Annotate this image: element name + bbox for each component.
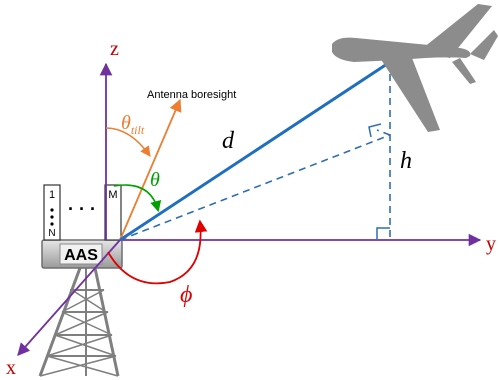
antenna-array-icon: 1 N M · · · [43, 184, 122, 241]
phi-label: ϕ [180, 282, 192, 308]
array-last-row-label: N [48, 228, 55, 239]
projection-lines [119, 62, 391, 241]
aas-label: AAS [64, 247, 98, 264]
x-axis-label: x [6, 357, 16, 379]
array-first-label: 1 [49, 189, 55, 201]
theta-tilt-symbol: θ [121, 112, 131, 134]
theta-label: θ [150, 169, 160, 191]
theta-tilt-subscript: tilt [131, 123, 145, 137]
boresight-label: Antenna boresight [147, 89, 236, 101]
phi-angle: ϕ [107, 219, 208, 308]
line-of-sight [119, 60, 391, 242]
x-axis [17, 239, 121, 356]
z-axis-label: z [110, 38, 119, 60]
boresight: Antenna boresight [119, 89, 236, 241]
array-last-col-label: M [108, 189, 117, 201]
right-angle-markers [368, 123, 390, 240]
theta-angle: θ [113, 169, 162, 213]
svg-text:θtilt: θtilt [121, 112, 145, 137]
uav-silhouette-icon [332, 4, 498, 132]
height-label: h [400, 148, 412, 174]
distance-label: d [222, 128, 235, 154]
lattice-tower-icon [38, 267, 120, 377]
coordinate-axes: z y x [6, 38, 496, 379]
y-axis-label: y [486, 233, 496, 255]
aas-box: AAS [41, 239, 123, 269]
theta-tilt-angle: θtilt [105, 112, 151, 157]
array-ellipsis: · · · [68, 199, 96, 219]
